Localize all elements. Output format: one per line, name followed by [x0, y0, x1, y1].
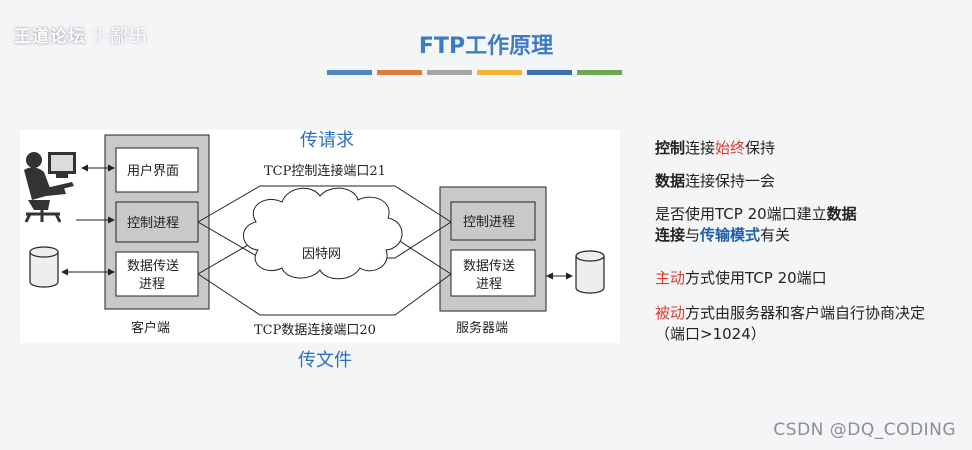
note-text: 方式由服务器和客户端自行协商决定（端口>1024） [655, 304, 926, 343]
server-data-box [450, 249, 536, 297]
color-bar-segment [577, 70, 622, 75]
note-passive-mode: 被动方式由服务器和客户端自行协商决定（端口>1024） [655, 303, 955, 345]
title-color-bar [327, 70, 622, 75]
server-control-box [450, 201, 536, 241]
note-active-mode: 主动方式使用TCP 20端口 [655, 268, 955, 289]
color-bar-segment [327, 70, 372, 75]
client-data-label-line1: 数据传送 [127, 259, 179, 274]
note-text: 有关 [760, 226, 791, 244]
watermark-logo: 王道论坛 ℐ·鄙卐 [14, 22, 148, 48]
server-disk-icon [575, 250, 605, 294]
internet-cloud-icon [243, 187, 403, 280]
color-bar-segment [527, 70, 572, 75]
slide-title: FTP工作原理 [418, 34, 554, 59]
note-data-connection: 数据连接保持一会 [655, 171, 955, 192]
user-computer-icon [24, 152, 76, 223]
color-bar-segment [477, 70, 522, 75]
note-text: 是否使用TCP 20端口建立 [655, 205, 827, 223]
ftp-diagram-svg: 传请求 TCP控制连接端口21 因特网 TCP数据连接端口20 用户界面 控制进… [24, 130, 605, 338]
server-control-label: 控制进程 [463, 215, 515, 230]
internet-label: 因特网 [302, 247, 341, 262]
control-connection-line-upper [197, 185, 452, 223]
note-text: 数据 [655, 172, 686, 190]
note-text: 连接保持一会 [685, 172, 776, 190]
client-ui-label: 用户界面 [127, 163, 179, 179]
note-text: 数据 [826, 205, 857, 223]
color-bar-segment [427, 70, 472, 75]
data-connection-label: TCP数据连接端口20 [254, 322, 376, 338]
notes-panel: 控制连接始终保持 数据连接保持一会 是否使用TCP 20端口建立数据 连接与传输… [655, 138, 955, 357]
note-highlight: 始终 [715, 139, 746, 157]
note-highlight: 传输模式 [700, 226, 761, 244]
note-text: 连接 [655, 226, 686, 244]
note-text: 与 [685, 226, 701, 244]
client-disk-icon [29, 246, 59, 288]
watermark-brand: 王道论坛 [14, 27, 86, 47]
server-data-label-line2: 进程 [476, 277, 502, 292]
note-text: 方式使用TCP 20端口 [685, 269, 827, 287]
csdn-credit: CSDN @DQ_CODING [773, 420, 956, 440]
client-ui-box [115, 147, 199, 193]
watermark-scribble: ℐ·鄙卐 [94, 26, 149, 47]
color-bar-segment [377, 70, 422, 75]
note-port20-usage: 是否使用TCP 20端口建立数据 连接与传输模式有关 [655, 204, 955, 246]
client-data-label-line2: 进程 [139, 277, 165, 292]
server-data-label-line1: 数据传送 [463, 259, 515, 274]
client-control-label: 控制进程 [127, 216, 179, 231]
note-control-connection: 控制连接始终保持 [655, 138, 955, 159]
note-text: 连接 [685, 139, 716, 157]
client-control-box [115, 201, 199, 243]
control-connection-label: TCP控制连接端口21 [264, 163, 386, 179]
note-highlight: 主动 [655, 269, 686, 287]
note-text: 保持 [745, 139, 776, 157]
request-label: 传请求 [300, 130, 354, 151]
data-connection-line-lower [197, 273, 452, 316]
note-highlight: 被动 [655, 304, 686, 322]
server-name-label: 服务器端 [456, 320, 508, 336]
file-label: 传文件 [298, 350, 352, 371]
client-name-label: 客户端 [131, 320, 170, 336]
ftp-diagram: 传请求 TCP控制连接端口21 因特网 TCP数据连接端口20 用户界面 控制进… [20, 130, 620, 343]
note-text: 控制 [655, 139, 686, 157]
